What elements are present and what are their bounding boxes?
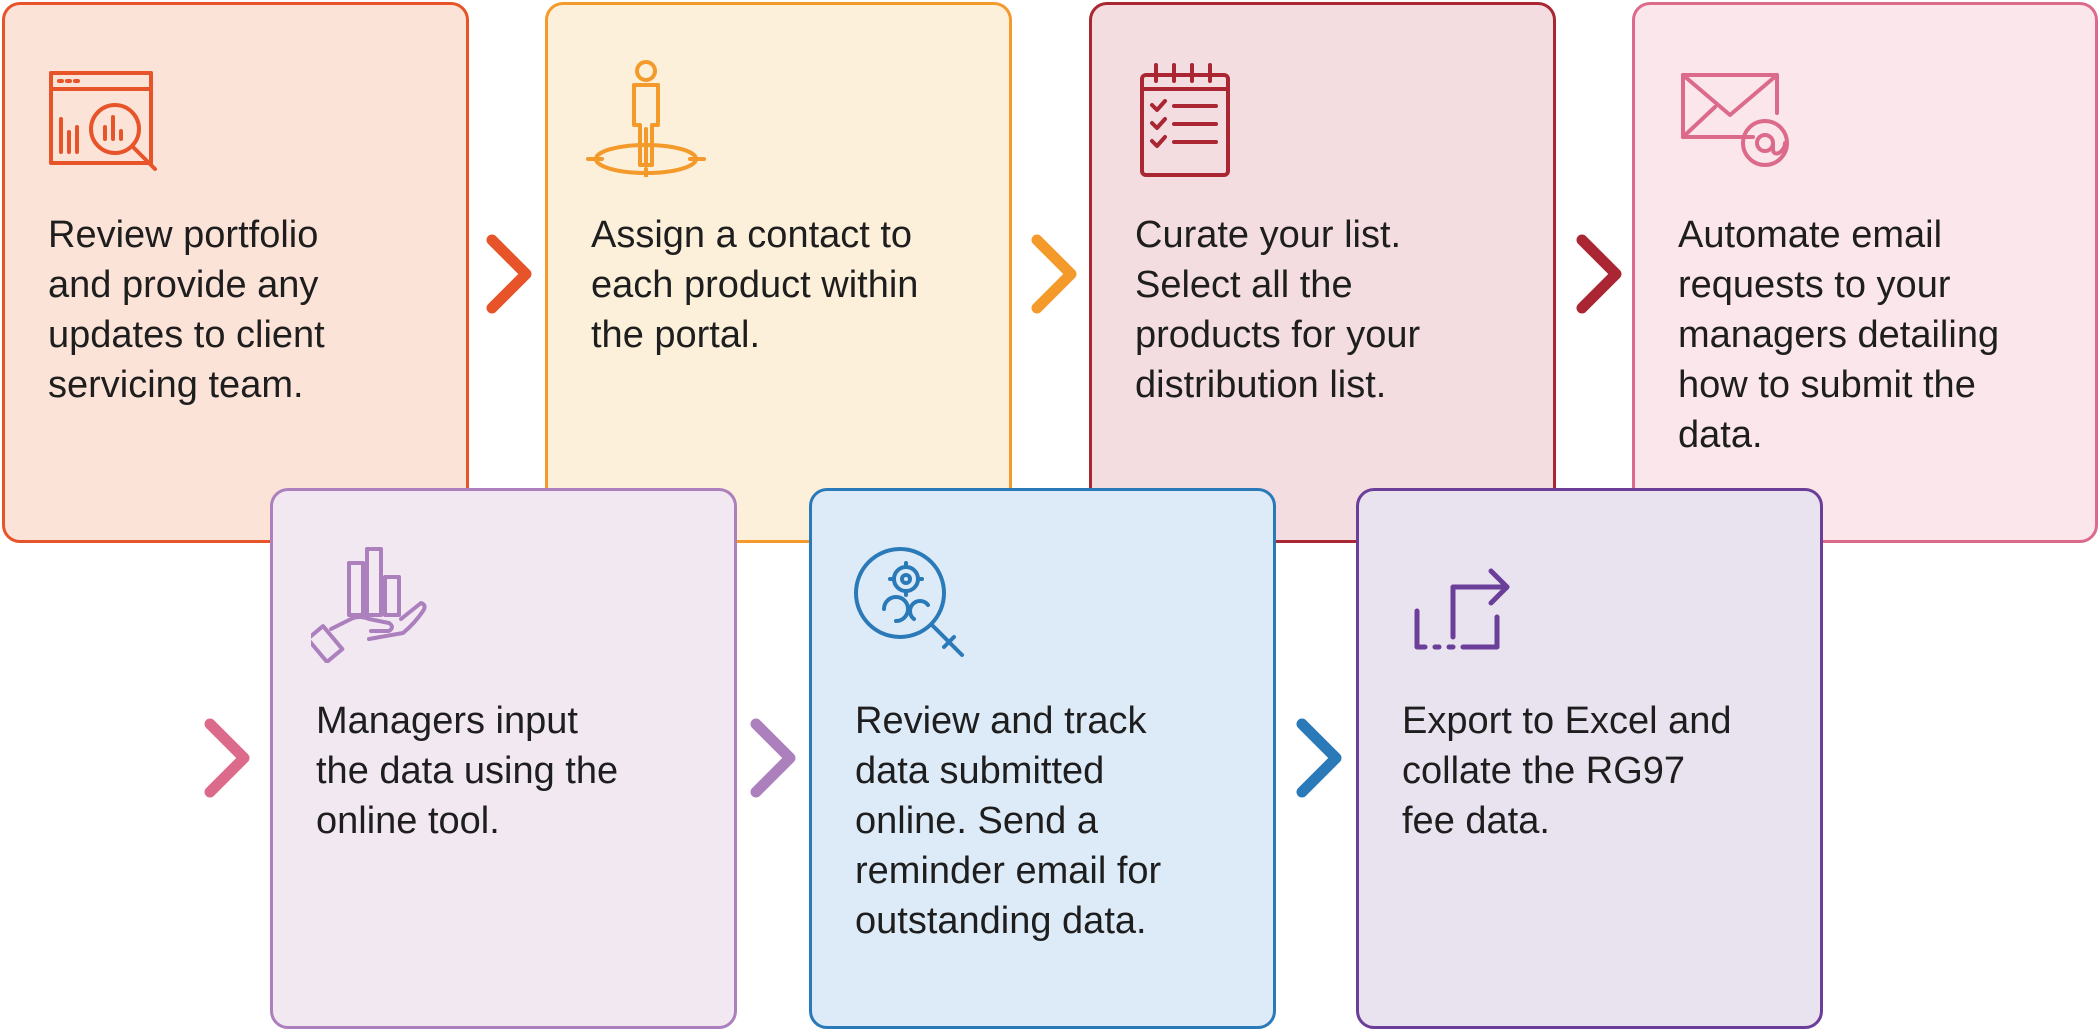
step-text: Export to Excel and collate the RG97 fee…	[1402, 700, 1732, 842]
step-card-automate-email: Automate email requests to your managers…	[1632, 2, 2098, 543]
step-text: Review portfolio and provide any updates…	[48, 214, 325, 406]
step-text: Review and track data submitted online. …	[855, 700, 1162, 942]
checklist-icon	[1140, 63, 1230, 177]
portfolio-analysis-icon	[49, 71, 157, 171]
step-text: Curate your list. Select all the product…	[1135, 214, 1421, 406]
chevron-right-icon	[750, 718, 796, 798]
magnifier-gears-icon	[854, 547, 964, 657]
step-card-curate-list: Curate your list. Select all the product…	[1089, 2, 1556, 543]
person-target-icon	[586, 60, 706, 177]
chevron-right-icon	[1296, 718, 1342, 798]
email-at-icon	[1681, 73, 1789, 167]
step-text: Automate email requests to your managers…	[1678, 214, 2000, 456]
step-card-assign-contact: Assign a contact to each product within …	[545, 2, 1012, 543]
step-card-export-excel: Export to Excel and collate the RG97 fee…	[1356, 488, 1823, 1029]
step-text: Assign a contact to each product within …	[591, 214, 919, 356]
step-text: Managers input the data using the online…	[316, 700, 619, 842]
chevron-right-icon	[486, 234, 532, 314]
step-card-managers-input: Managers input the data using the online…	[270, 488, 737, 1029]
chevron-right-icon	[204, 718, 250, 798]
chevron-right-icon	[1031, 234, 1077, 314]
step-card-review-track: Review and track data submitted online. …	[809, 488, 1276, 1029]
hand-chart-icon	[311, 547, 427, 663]
export-arrow-icon	[1414, 568, 1510, 650]
step-card-review-portfolio: Review portfolio and provide any updates…	[2, 2, 469, 543]
chevron-right-icon	[1576, 234, 1622, 314]
